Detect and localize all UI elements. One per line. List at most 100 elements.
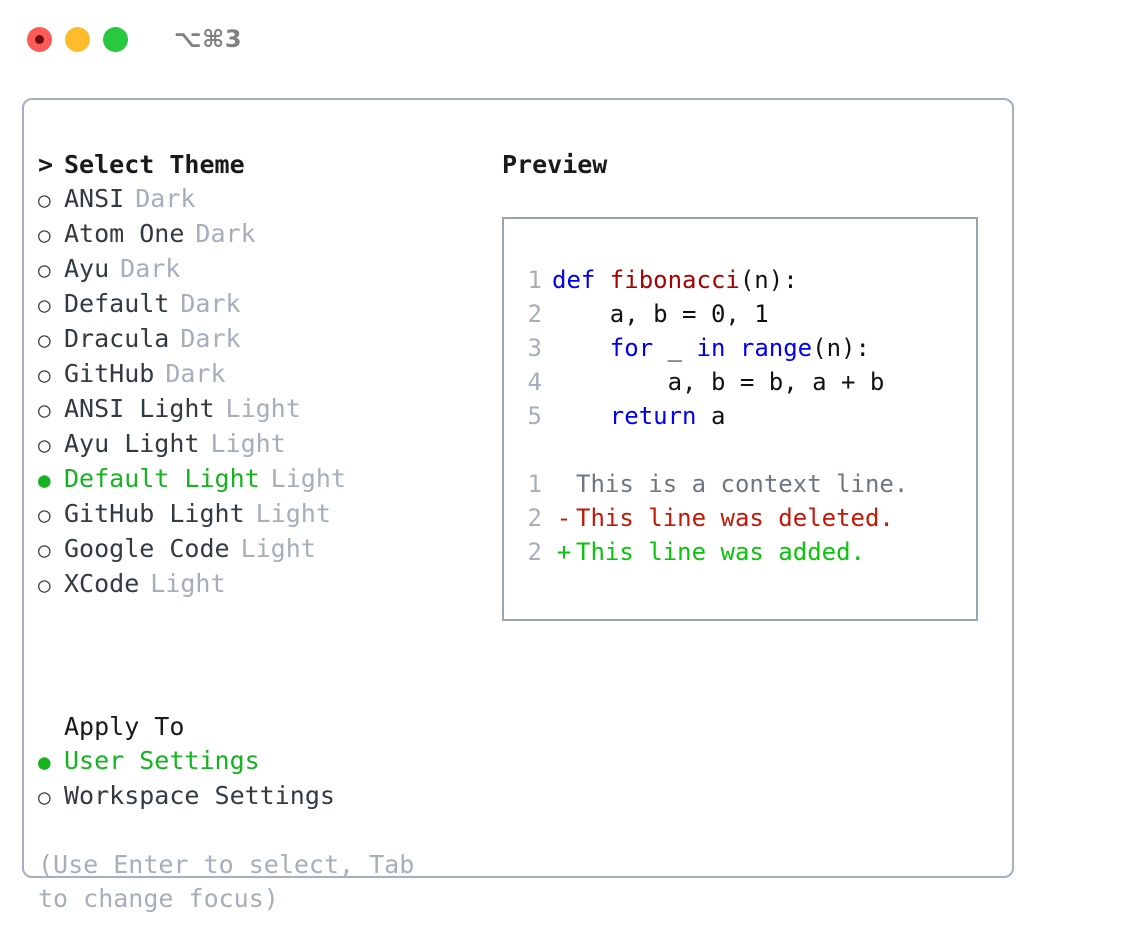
radio-unselected-icon: ○: [38, 433, 51, 457]
apply-to-title: Apply To: [64, 712, 185, 741]
theme-option-github-light[interactable]: ○ GitHub Light Light: [38, 497, 498, 532]
diff-text: This line was added.: [576, 538, 865, 566]
code-line: 5 return a: [516, 399, 970, 433]
line-number: 2: [527, 538, 542, 566]
code-token-keyword: def: [552, 266, 610, 294]
apply-to-option-user-settings[interactable]: ● User Settings: [38, 744, 498, 779]
theme-name: GitHub Light: [64, 499, 245, 528]
line-number: 1: [527, 266, 542, 294]
theme-variant-tag: Light: [270, 464, 346, 493]
diff-text: This line was deleted.: [576, 504, 894, 532]
apply-to-option-label: Workspace Settings: [64, 781, 335, 810]
theme-name: XCode: [64, 569, 140, 598]
radio-unselected-icon: ○: [38, 293, 51, 317]
theme-variant-tag: Light: [255, 499, 331, 528]
code-token-plain: a: [696, 402, 726, 430]
diff-sign: +: [556, 538, 572, 566]
minimize-window-button[interactable]: [65, 26, 90, 52]
theme-variant-tag: Light: [210, 429, 286, 458]
radio-unselected-icon: ○: [38, 258, 51, 282]
code-text: a, b = b, a + b: [552, 365, 885, 399]
maximize-window-button[interactable]: [103, 26, 128, 52]
theme-variant-tag: Dark: [180, 289, 241, 318]
theme-name: ANSI: [64, 184, 125, 213]
code-token-keyword: in: [696, 334, 726, 362]
code-text: a, b = 0, 1: [552, 297, 769, 331]
theme-option-ansi-light[interactable]: ○ ANSI Light Light: [38, 392, 498, 427]
keyboard-hint-text: (Use Enter to select, Tab to change focu…: [38, 850, 415, 913]
theme-variant-tag: Light: [225, 394, 301, 423]
theme-variant-tag: Dark: [135, 184, 196, 213]
line-number: 3: [527, 334, 542, 362]
title-bar: ⌥⌘3: [0, 0, 1140, 78]
diff-sample: 1 This is a context line. 2 - This line …: [516, 467, 970, 569]
select-theme-header: > Select Theme: [38, 148, 498, 182]
radio-unselected-icon: ○: [38, 503, 51, 527]
code-token-keyword: return: [609, 402, 697, 430]
line-number: 5: [527, 402, 542, 430]
code-token-plain: [552, 402, 610, 430]
code-token-plain: _: [653, 334, 697, 362]
code-token-plain: [725, 334, 739, 362]
theme-option-google-code[interactable]: ○ Google Code Light: [38, 532, 498, 567]
main-panel: > Select Theme ○ ANSI Dark ○ Atom One Da…: [22, 98, 1014, 913]
radio-unselected-icon: ○: [38, 328, 51, 352]
line-number: 1: [527, 470, 542, 498]
code-token-keyword: for: [609, 334, 654, 362]
line-number: 4: [527, 368, 542, 396]
close-window-button[interactable]: [27, 26, 52, 52]
code-text: return a: [552, 399, 726, 433]
theme-name: Google Code: [64, 534, 230, 563]
code-token-plain: (n):: [739, 266, 798, 294]
radio-unselected-icon: ○: [38, 188, 51, 212]
theme-variant-tag: Dark: [165, 359, 226, 388]
theme-variant-tag: Light: [240, 534, 316, 563]
theme-option-default-light[interactable]: ● Default Light Light: [38, 462, 498, 497]
prompt-caret-icon: >: [38, 150, 54, 179]
diff-line-added: 2 + This line was added.: [516, 535, 970, 569]
code-text: def fibonacci(n):: [552, 263, 798, 297]
radio-unselected-icon: ○: [38, 538, 51, 562]
preview-title: Preview: [502, 150, 608, 179]
radio-selected-icon: ●: [38, 750, 51, 774]
theme-variant-tag: Dark: [120, 254, 181, 283]
theme-name: GitHub: [64, 359, 155, 388]
radio-unselected-icon: ○: [38, 398, 51, 422]
theme-option-ayu-light[interactable]: ○ Ayu Light Light: [38, 427, 498, 462]
theme-option-atom-one[interactable]: ○ Atom One Dark: [38, 217, 498, 252]
apply-to-option-label: User Settings: [64, 746, 260, 775]
code-token-keyword: range: [739, 334, 813, 362]
code-text: for _ in range(n):: [552, 331, 870, 365]
preview-box: 1 def fibonacci(n): 2 a, b = 0, 1 3 for …: [502, 217, 978, 621]
theme-selector-list: > Select Theme ○ ANSI Dark ○ Atom One Da…: [38, 148, 498, 602]
theme-option-github[interactable]: ○ GitHub Dark: [38, 357, 498, 392]
theme-option-dracula[interactable]: ○ Dracula Dark: [38, 322, 498, 357]
diff-line-removed: 2 - This line was deleted.: [516, 501, 970, 535]
theme-name: Atom One: [64, 219, 185, 248]
code-token-plain: (n):: [812, 334, 870, 362]
theme-option-default[interactable]: ○ Default Dark: [38, 287, 498, 322]
theme-name: Default Light: [64, 464, 260, 493]
code-line: 3 for _ in range(n):: [516, 331, 970, 365]
apply-to-title-row: Apply To: [38, 710, 498, 744]
radio-unselected-icon: ○: [38, 363, 51, 387]
radio-selected-icon: ●: [38, 468, 51, 492]
apply-to-option-workspace-settings[interactable]: ○ Workspace Settings: [38, 779, 498, 814]
diff-line-context: 1 This is a context line.: [516, 467, 970, 501]
theme-option-ayu[interactable]: ○ Ayu Dark: [38, 252, 498, 287]
code-line: 4 a, b = b, a + b: [516, 365, 970, 399]
theme-option-xcode[interactable]: ○ XCode Light: [38, 567, 498, 602]
code-token-plain: a, b = 0, 1: [552, 300, 769, 328]
theme-name: Default: [64, 289, 170, 318]
preview-section: Preview 1 def fibonacci(n): 2 a, b = 0, …: [502, 148, 992, 621]
theme-variant-tag: Dark: [195, 219, 256, 248]
radio-unselected-icon: ○: [38, 785, 51, 809]
theme-option-ansi[interactable]: ○ ANSI Dark: [38, 182, 498, 217]
code-token-function: fibonacci: [609, 266, 740, 294]
code-line: 1 def fibonacci(n):: [516, 263, 970, 297]
code-line: 2 a, b = 0, 1: [516, 297, 970, 331]
code-token-plain: [552, 334, 610, 362]
diff-sign: [552, 467, 576, 501]
traffic-lights: [27, 26, 128, 52]
